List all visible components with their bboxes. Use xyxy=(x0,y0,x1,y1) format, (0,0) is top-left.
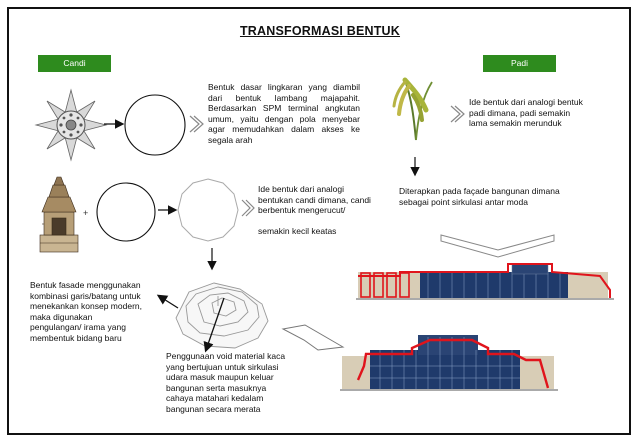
stepped-dome-form xyxy=(175,282,269,349)
padi-plant-icon xyxy=(392,77,433,141)
polygon-shape xyxy=(177,178,239,242)
candi-description-cont: semakin kecil keatas xyxy=(258,226,337,236)
candi-description: Ide bentuk dari analogi bentukan candi d… xyxy=(258,184,371,215)
building-facade-elevation xyxy=(356,263,614,300)
candi-circle xyxy=(96,182,156,242)
base-circle xyxy=(124,94,186,156)
chevron-right-icon xyxy=(189,115,204,133)
padi-description: Ide bentuk dari analogi bentuk padi dima… xyxy=(469,97,583,128)
arrow-icon xyxy=(156,294,179,309)
chevron-right-icon xyxy=(241,199,255,217)
plus-sign: + xyxy=(83,208,88,218)
building-side-elevation xyxy=(340,335,558,391)
page-title: TRANSFORMASI BENTUK xyxy=(239,24,401,38)
roof-chevron-shape xyxy=(440,234,555,258)
candi-label: Candi xyxy=(38,55,111,72)
circle-description: Bentuk dasar lingkaran yang diambil dari… xyxy=(208,82,360,145)
surya-majapahit-emblem xyxy=(34,88,108,162)
arrow-icon xyxy=(203,297,225,353)
padi-application-description: Diterapkan pada façade bangunan dimana s… xyxy=(399,186,560,207)
chevron-right-icon xyxy=(281,324,345,351)
padi-label: Padi xyxy=(483,55,556,72)
candi-temple-sketch xyxy=(39,176,79,253)
facade-description: Bentuk fasade menggunakan kombinasi gari… xyxy=(30,280,142,343)
void-description: Penggunaan void material kaca yang bertu… xyxy=(166,351,286,414)
chevron-right-icon xyxy=(450,105,465,123)
